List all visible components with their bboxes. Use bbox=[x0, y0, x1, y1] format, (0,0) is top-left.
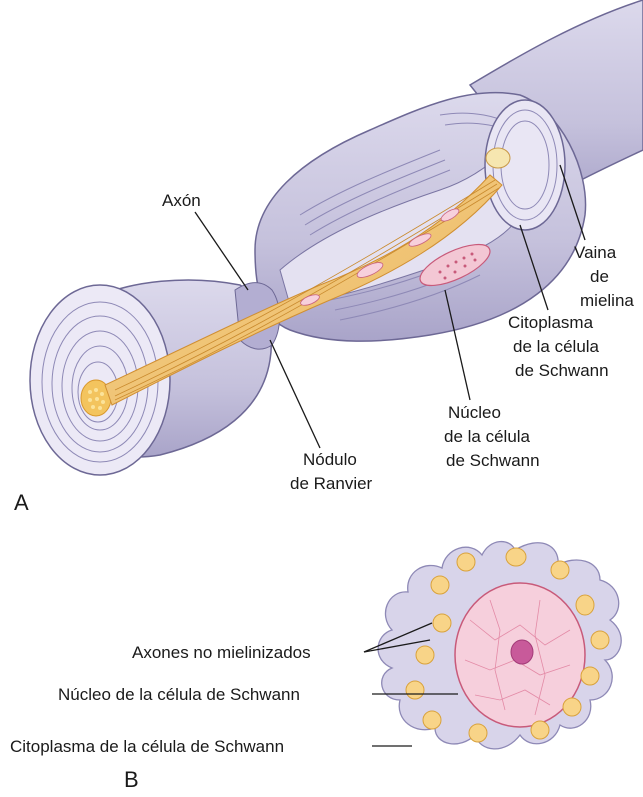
panel-letter-a: A bbox=[14, 490, 29, 515]
axon-circle bbox=[563, 698, 581, 716]
axon-circle bbox=[581, 667, 599, 685]
axon-circle bbox=[576, 595, 594, 615]
axon-circle bbox=[551, 561, 569, 579]
label-cytoplasm-3: de Schwann bbox=[515, 361, 609, 380]
distal-axon-end bbox=[486, 148, 510, 168]
panel-letter-b: B bbox=[124, 767, 139, 792]
label-sheath-3: mielina bbox=[580, 291, 634, 310]
axon-circle bbox=[531, 721, 549, 739]
label-node-1: Nódulo bbox=[303, 450, 357, 469]
axon-circle bbox=[406, 681, 424, 699]
leader-node bbox=[270, 340, 320, 448]
label-nucleus-1: Núcleo bbox=[448, 403, 501, 422]
axon-circle bbox=[457, 553, 475, 571]
label-b-nucleus: Núcleo de la célula de Schwann bbox=[58, 685, 300, 704]
label-cytoplasm-1: Citoplasma bbox=[508, 313, 594, 332]
unmyelinated-schwann-cell: Axones no mielinizados Núcleo de la célu… bbox=[10, 542, 621, 792]
label-sheath-1: Vaina bbox=[574, 243, 617, 262]
label-nucleus-2: de la célula bbox=[444, 427, 531, 446]
nucleolus bbox=[511, 640, 533, 664]
label-b-cytoplasm: Citoplasma de la célula de Schwann bbox=[10, 737, 284, 756]
axon-circle bbox=[591, 631, 609, 649]
label-nucleus-3: de Schwann bbox=[446, 451, 540, 470]
axon-circle bbox=[431, 576, 449, 594]
axon-circle bbox=[416, 646, 434, 664]
axon-circle bbox=[469, 724, 487, 742]
label-b-axons: Axones no mielinizados bbox=[132, 643, 311, 662]
leader-axon bbox=[195, 212, 248, 290]
axon-circle bbox=[433, 614, 451, 632]
axon-circle bbox=[423, 711, 441, 729]
label-cytoplasm-2: de la célula bbox=[513, 337, 600, 356]
myelinated-fiber-illustration: Axón Vaina de mielina Citoplasma de la c… bbox=[14, 0, 643, 515]
axon-circle bbox=[506, 548, 526, 566]
label-axon: Axón bbox=[162, 191, 201, 210]
label-node-2: de Ranvier bbox=[290, 474, 373, 493]
label-sheath-2: de bbox=[590, 267, 609, 286]
